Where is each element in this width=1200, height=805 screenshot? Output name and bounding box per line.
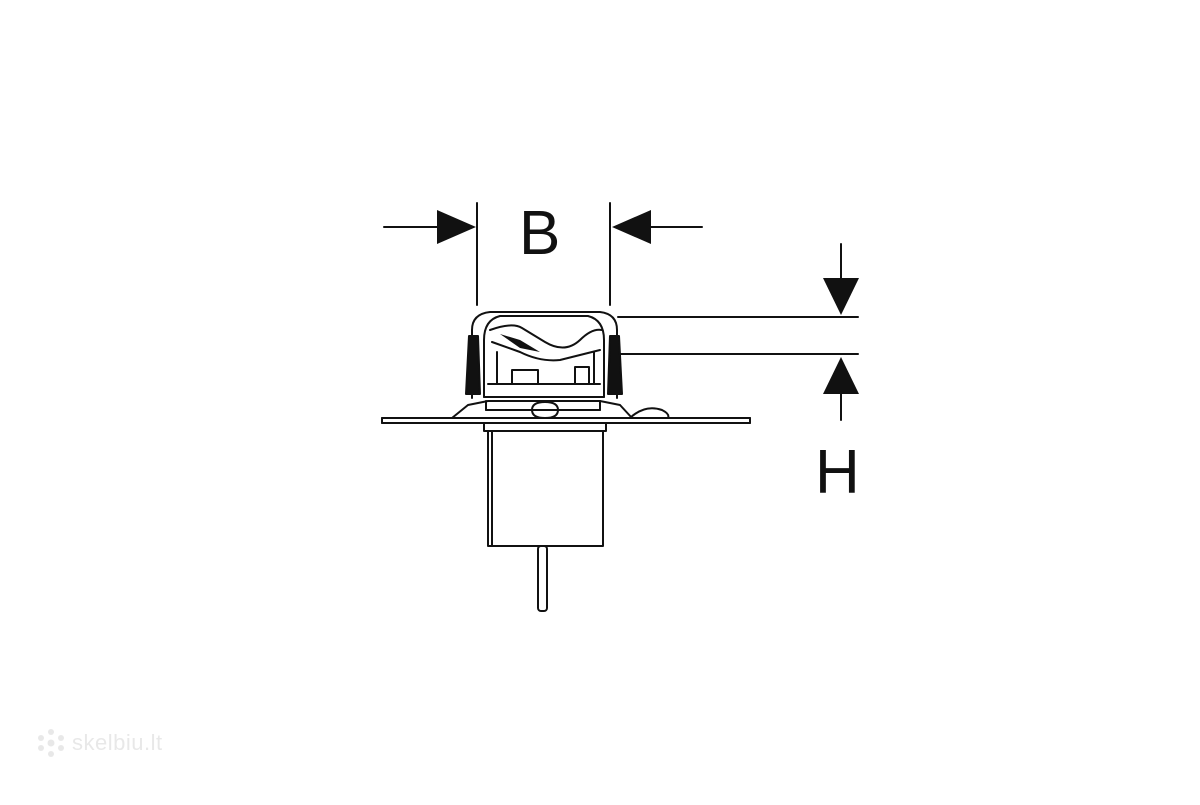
arrow-head-bottom xyxy=(823,357,859,394)
watermark-text: skelbiu.lt xyxy=(72,730,163,755)
drain-pin xyxy=(537,545,548,612)
grate-knob xyxy=(531,401,559,419)
watermark: skelbiu.lt xyxy=(36,728,163,758)
dimension-h xyxy=(617,243,859,421)
arrow-head-left xyxy=(437,210,476,244)
housing-slot xyxy=(511,369,539,385)
drain-pipe xyxy=(487,430,604,547)
housing-tab xyxy=(574,366,590,385)
dimension-b xyxy=(383,202,703,306)
odour-trap-insert-lower xyxy=(491,341,601,362)
clip-left xyxy=(465,335,481,395)
arrow-head-top xyxy=(823,278,859,315)
arrow-head-right xyxy=(612,210,651,244)
grate-housing xyxy=(483,315,605,398)
grate-outer-frame xyxy=(471,311,618,399)
odour-trap-insert-fill xyxy=(500,334,540,352)
odour-trap-insert xyxy=(489,324,603,349)
clip-right xyxy=(607,335,623,395)
dimension-label-h: H xyxy=(815,438,860,507)
flange-nub xyxy=(629,407,670,419)
dimension-label-b: B xyxy=(519,199,560,268)
snowflake-icon xyxy=(38,729,64,757)
pipe-collar xyxy=(483,422,607,432)
grate-collar xyxy=(451,400,633,419)
drain-assembly xyxy=(381,311,751,612)
